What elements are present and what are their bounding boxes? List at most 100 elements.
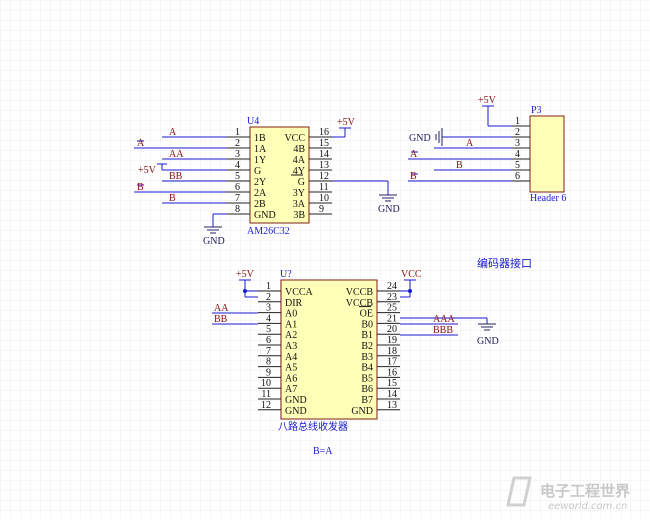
u4-pin-16-number: 16 [319,127,329,138]
net-label-a-bar: A [137,138,145,149]
g-5v-label: +5V [138,165,157,176]
p3-pin-4-number: 4 [515,149,520,160]
watermark: 电子工程世界 eeworld.com.cn [506,476,630,512]
p3-pin-2-number: 2 [515,127,520,138]
p3-designator: P3 [531,105,542,116]
trans-pin-4-name: A1 [285,319,297,330]
trans-pin-20-name: B1 [361,330,373,341]
watermark-cn: 电子工程世界 [540,482,630,500]
trans-pin-7-name: A4 [285,352,297,363]
trans-pin-23-number: 23 [387,292,397,303]
net-label-b-bar: B [137,182,144,193]
u4-pin-2-number: 2 [235,138,240,149]
u4-pin-15-name: 4B [293,144,305,155]
watermark-en: eeworld.com.cn [548,501,627,512]
u4-pin-12-name: G [298,177,305,188]
u4-pin-14-name: 4A [293,155,306,166]
transceiver-direction-note: B=A [313,446,333,457]
vcca-label: +5V [236,269,255,280]
p3-net-label-a-bar: A [410,149,418,160]
u4-pin-7-number: 7 [235,193,240,204]
trans-pin-10-name: A7 [285,384,297,395]
trans-pin-6-name: A3 [285,341,297,352]
net-label-b: B [169,193,176,204]
u4-pin-6-name: 2A [254,188,267,199]
trans-pin-8-name: A5 [285,363,297,374]
trans-pin-1-name: VCCA [285,287,314,298]
trans-pin-18-number: 18 [387,346,397,357]
p3-5v-label: +5V [478,95,497,106]
trans-pin-23-name: VCCB [346,298,374,309]
u4-pin-5-name: 2Y [254,177,266,188]
trans-pin-5-number: 5 [266,324,271,335]
u4-pin-15-number: 15 [319,138,329,149]
trans-pin-25-name: OE [360,309,373,320]
p3-part-name: Header 6 [530,193,566,204]
u4-pin-7-name: 2B [254,199,266,210]
u4-part-name: AM26C32 [247,226,290,237]
transceiver-left-pins: 1VCCA2DIR3A04A15A26A37A48A59A610A711GND1… [258,281,314,417]
trans-pin-13-name: GND [351,406,373,417]
trans-pin-15-number: 15 [387,378,397,389]
trans-pin-5-name: A2 [285,330,297,341]
transceiver-component[interactable]: U? 八路总线收发器 B=A 1VCCA2DIR3A04A15A26A37A48… [258,269,400,457]
transceiver-labels: +5V VCC AA BB AAA BBB GND [214,269,499,347]
trans-pin-11-number: 11 [261,389,271,400]
u4-pin-8-number: 8 [235,204,240,215]
trans-net-label-bb: BB [214,314,228,325]
p3-net-label-a: A [466,138,474,149]
u4-wiring [134,127,397,234]
transceiver-wiring [212,279,496,336]
u4-pin-16-name: VCC [284,133,305,144]
trans-pin-13-number: 13 [387,400,397,411]
net-label-bb: BB [169,171,183,182]
u4-gnd-label: GND [203,236,225,247]
u4-labels: A A AA +5V BB B B GND +5V GND [137,117,400,247]
u4-pin-13-number: 13 [319,160,329,171]
trans-net-label-bbb: BBB [433,325,453,336]
trans-pin-21-name: B0 [361,319,373,330]
trans-pin-16-number: 16 [387,367,397,378]
trans-pin-10-number: 10 [261,378,271,389]
trans-pin-25-number: 25 [387,303,397,314]
vcca-junction [243,289,247,293]
trans-pin-1-number: 1 [266,281,271,292]
transceiver-description: 八路总线收发器 [278,420,348,433]
trans-pin-3-number: 3 [266,303,271,314]
u4-gbar-gnd-label: GND [378,204,400,215]
u4-pin-1-number: 1 [235,127,240,138]
p3-pin-1-number: 1 [515,116,520,127]
u4-vcc-label: +5V [337,117,356,128]
trans-pin-2-name: DIR [285,298,303,309]
transceiver-designator: U? [280,269,292,280]
p3-gnd-label: GND [409,133,431,144]
p3-labels: +5V GND A A B B 编码器接口 [409,95,532,270]
trans-net-label-aaa: AAA [433,314,455,325]
trans-pin-17-number: 17 [387,357,397,368]
u4-pin-14-number: 14 [319,149,329,160]
u4-pin-9-number: 9 [319,204,324,215]
p3-wiring [408,105,512,182]
trans-pin-11-name: GND [285,395,307,406]
watermark-logo-icon [506,476,532,507]
u4-pin-3-number: 3 [235,149,240,160]
trans-pin-9-number: 9 [266,367,271,378]
trans-pin-6-number: 6 [266,335,271,346]
vccb-label: VCC [401,269,422,280]
u4-pin-6-number: 6 [235,182,240,193]
trans-pin-3-name: A0 [285,309,297,320]
u4-pin-10-number: 10 [319,193,329,204]
trans-pin-20-number: 20 [387,324,397,335]
net-label-a: A [169,127,177,138]
u4-pin-9-name: 3B [293,210,305,221]
u4-pin-11-number: 11 [319,182,329,193]
trans-net-label-aa: AA [214,303,229,314]
